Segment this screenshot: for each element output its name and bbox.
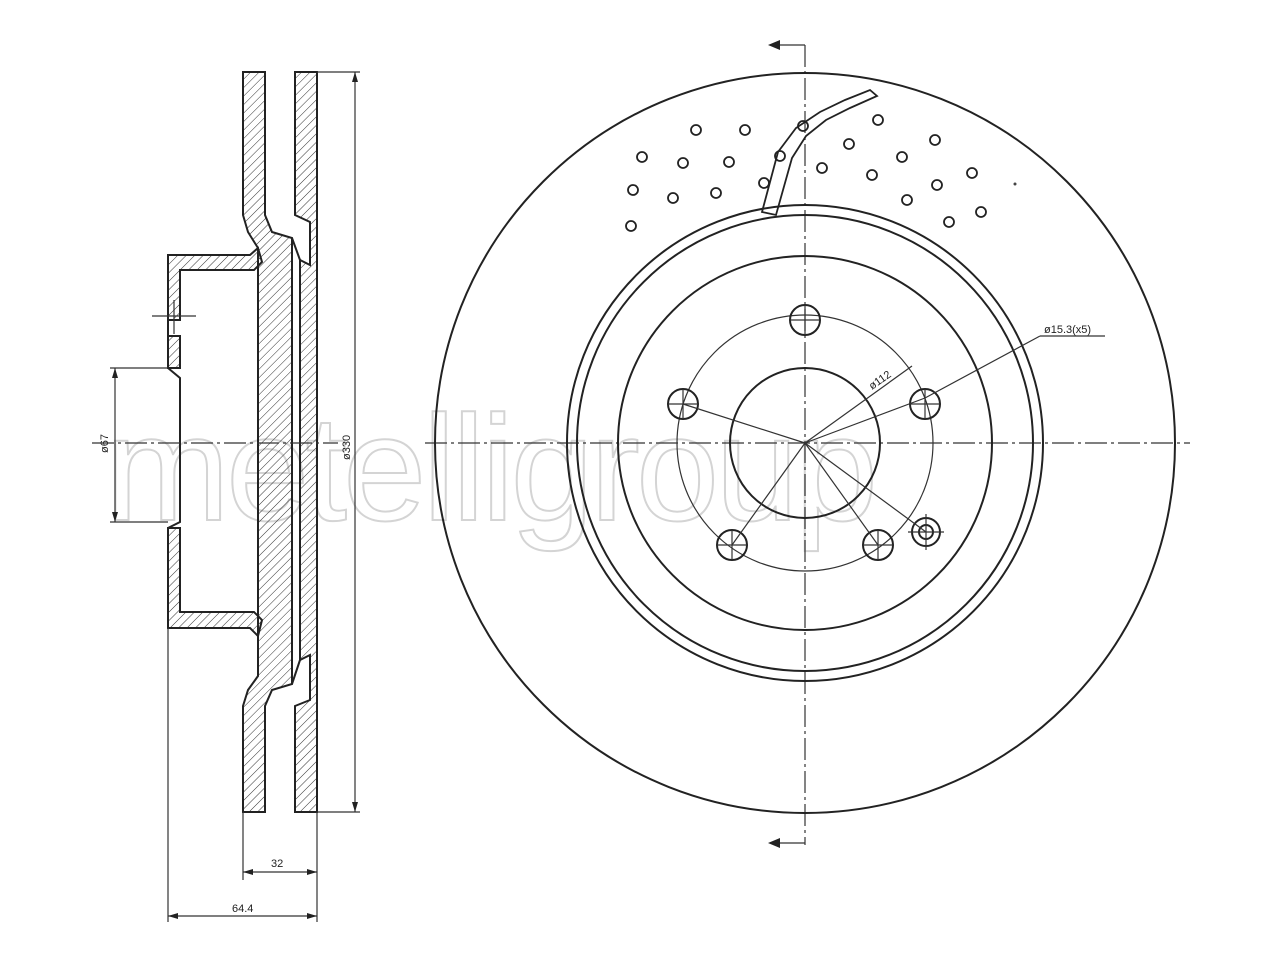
bolt-hole-label: ø15.3(x5) (1044, 324, 1091, 336)
center-bore (729, 367, 881, 519)
drilled-holes (625, 114, 987, 232)
wear-indicator (760, 88, 879, 217)
outer-plate-hatch (242, 71, 293, 813)
section-view: ø67 ø330 32 64.4 (92, 71, 360, 922)
hat-hatch-lower (167, 527, 264, 638)
hat-hatch (167, 246, 264, 321)
hat-outer (617, 255, 993, 631)
hub-diameter-label: ø67 (99, 434, 111, 453)
friction-inner-edge (566, 204, 1044, 682)
height-label: 64.4 (232, 903, 253, 915)
front-view: ø112 ø15.3(x5) (425, 40, 1190, 848)
disc-diameter-label: ø330 (341, 435, 353, 460)
watermark-text: metelligroup (105, 384, 874, 552)
thickness-label: 32 (271, 858, 283, 870)
disc-outer-edge (434, 72, 1176, 814)
